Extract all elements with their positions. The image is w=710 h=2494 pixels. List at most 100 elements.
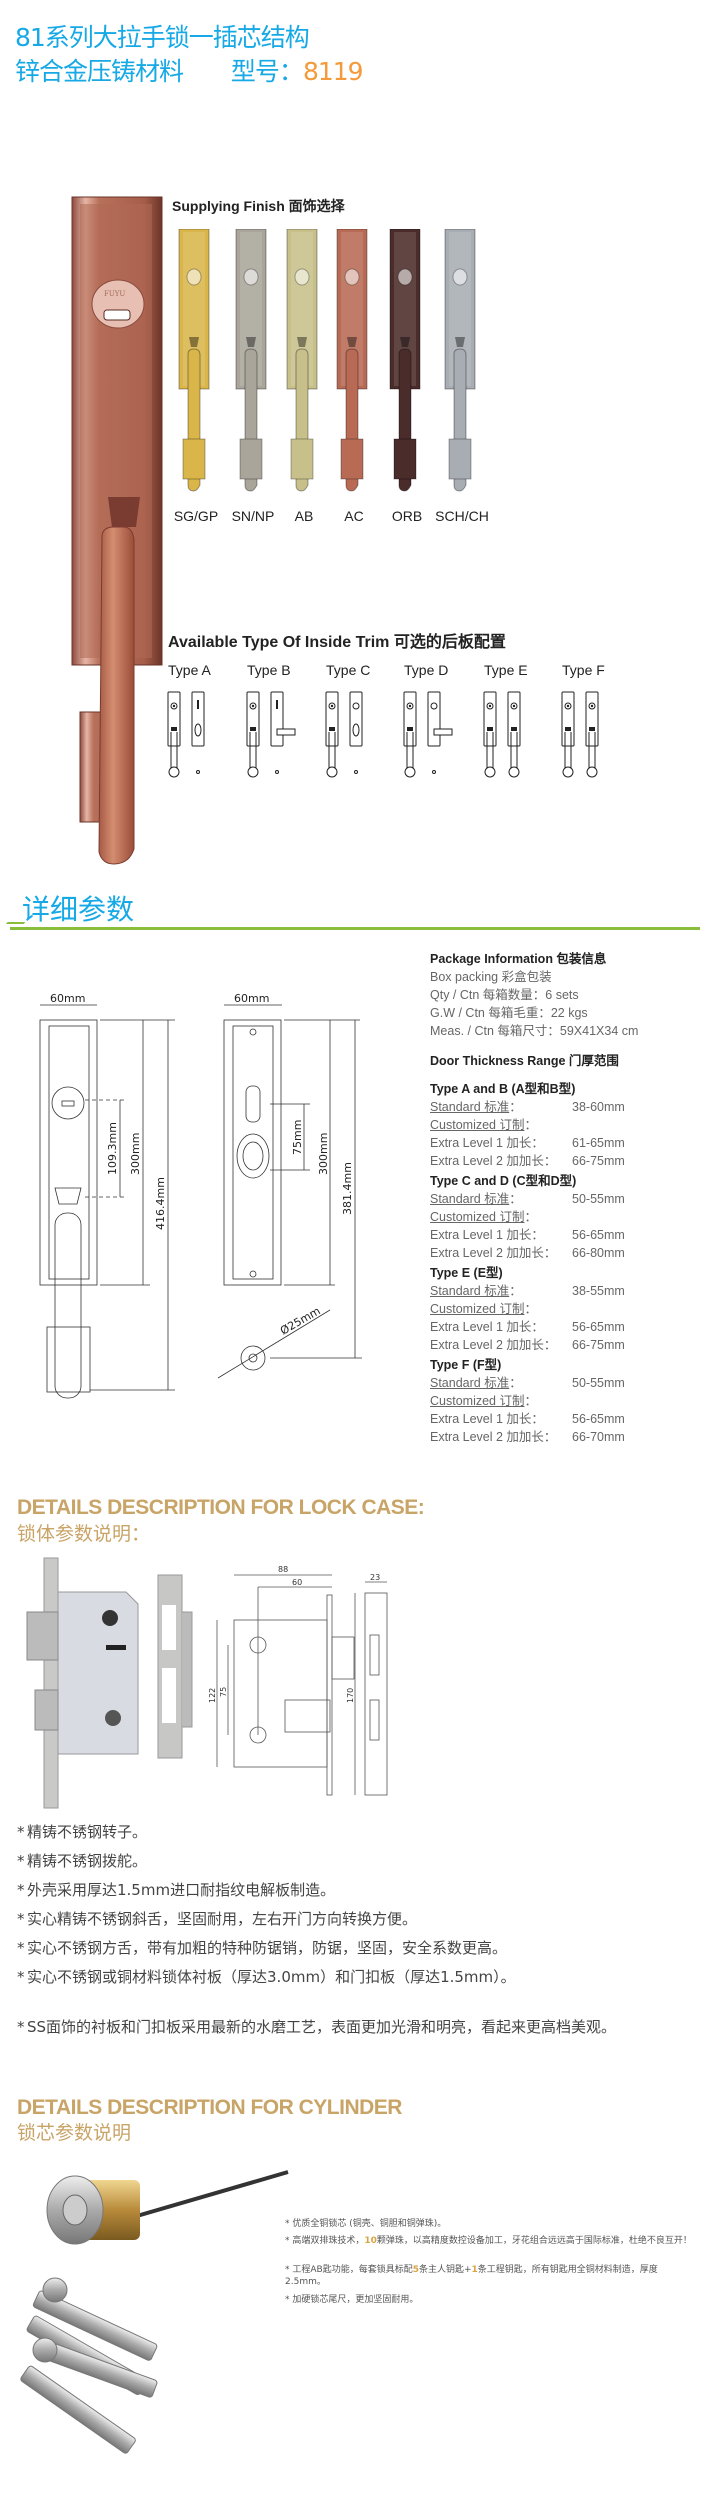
thickness-row: Standard 标准： 50-55mm — [430, 1374, 638, 1392]
bullet-text: 实心精铸不锈钢斜舌，坚固耐用，左右开门方向转换方便。 — [27, 1910, 418, 1928]
lock-spacing-dim: 75 — [219, 1687, 228, 1697]
outside-total-height-label: 416.4mm — [154, 1177, 167, 1230]
trim-type-e[interactable] — [482, 690, 538, 786]
thickness-row: Extra Level 1 加长： 56-65mm — [430, 1318, 638, 1336]
bullet-text: 工程AB匙功能，每套锁具标配 — [292, 2265, 413, 2275]
lock-case-bullet: *实心精铸不锈钢斜舌，坚固耐用，左右开门方向转换方便。 — [17, 1909, 617, 1929]
package-info-line: Box packing 彩盒包装 — [430, 970, 552, 984]
thickness-key: Standard 标准： — [430, 1192, 522, 1206]
thickness-value: 66-75mm — [572, 1154, 625, 1168]
trim-type-d[interactable] — [402, 690, 458, 786]
thickness-key: Customized 订制： — [430, 1118, 537, 1132]
thickness-value: 56-65mm — [572, 1228, 625, 1242]
bullet-text: 加硬锁芯尾尺，更加坚固耐用。 — [292, 2295, 419, 2305]
thickness-value: 50-55mm — [572, 1376, 625, 1390]
trim-type-label: Type E — [484, 662, 528, 678]
package-title: Package Information 包装信息 — [430, 952, 607, 966]
highlight-number: 5 — [412, 2265, 419, 2275]
finish-label: ORB — [391, 508, 423, 524]
package-info-line: Qty / Ctn 每箱数量：6 sets — [430, 988, 579, 1002]
cylinder-bullet: * 加硬锁芯尾尺，更加坚固耐用。 — [285, 2295, 419, 2305]
lock-case-bullet: *实心不锈钢方舌，带有加粗的特种防锯销，防锯，坚固，安全系数更高。 — [17, 1938, 617, 1958]
finish-swatch-ac[interactable] — [333, 228, 373, 494]
finish-swatch-sn-np[interactable] — [232, 228, 272, 494]
trim-type-label: Type A — [168, 662, 211, 678]
finish-swatch-orb[interactable] — [386, 228, 426, 494]
thickness-row: Customized 订制： — [430, 1116, 638, 1134]
main-product-image: FUYU — [71, 196, 163, 865]
thickness-key: Extra Level 1 加长： — [430, 1412, 544, 1426]
thickness-row: Extra Level 2 加加长： 66-75mm — [430, 1152, 638, 1170]
thickness-group-heading: Type C and D (C型和D型) — [430, 1174, 577, 1188]
thickness-key: Customized 订制： — [430, 1210, 537, 1224]
thickness-key-text: Standard 标准 — [430, 1376, 510, 1390]
faceplate-width-dim: 23 — [370, 1573, 380, 1582]
bullet-star: * — [17, 1910, 25, 1928]
thickness-value: 56-65mm — [572, 1412, 625, 1426]
thickness-row: Customized 订制： — [430, 1300, 638, 1318]
bullet-text: 精铸不锈钢拨舵。 — [27, 1852, 148, 1870]
trim-type-f[interactable] — [560, 690, 616, 786]
lock-case-bullet: *实心不锈钢或铜材料锁体衬板（厚达3.0mm）和门扣板（厚达1.5mm）。 — [17, 1967, 617, 1987]
bullet-star: * — [17, 2018, 25, 2036]
lock-case-bullet: *精铸不锈钢拨舵。 — [17, 1851, 617, 1871]
trim-type-label: Type F — [562, 662, 605, 678]
rose-diameter-label: Ø25mm — [278, 1304, 323, 1337]
trim-type-b[interactable] — [245, 690, 301, 786]
thickness-key: Extra Level 1 加长： — [430, 1320, 544, 1334]
cylinder-bullet: * 工程AB匙功能，每套锁具标配5条主人钥匙+1条工程钥匙，所有钥匙用全铜材料制… — [285, 2265, 658, 2287]
logo-text: FUYU — [104, 290, 125, 298]
thickness-value: 38-60mm — [572, 1100, 625, 1114]
thickness-value: 66-75mm — [572, 1338, 625, 1352]
cyl-to-thumb-label: 109.3mm — [106, 1122, 119, 1175]
thickness-key-text: Standard 标准 — [430, 1192, 510, 1206]
details-section-title: 详细参数 — [22, 893, 135, 926]
bullet-text: 高端双排珠技术， — [292, 2236, 365, 2246]
thickness-row: Extra Level 2 加加长：66-70mm — [430, 1428, 638, 1446]
thickness-key: Extra Level 2 加加长： — [430, 1154, 557, 1168]
lock-case-bullet: *SS面饰的衬板和门扣板采用最新的水磨工艺，表面更加光滑和明亮，看起来更高档美观… — [17, 2017, 617, 2037]
thickness-key-text: Customized 订制 — [430, 1118, 525, 1132]
finish-swatch-sch-ch[interactable] — [441, 228, 481, 494]
cylinder-title-cn: 锁芯参数说明 — [17, 2122, 132, 2144]
cylinder-title-en: DETAILS DESCRIPTION FOR CYLINDER — [17, 2096, 402, 2119]
thickness-row: Extra Level 1 加长：56-65mm — [430, 1226, 638, 1244]
door-thickness-title: Door Thickness Range 门厚范围 — [430, 1054, 619, 1068]
finish-label: SCH/CH — [435, 508, 489, 524]
bullet-text: SS面饰的衬板和门扣板采用最新的水磨工艺，表面更加光滑和明亮，看起来更高档美观。 — [27, 2018, 617, 2036]
model-label: 型号： — [230, 57, 304, 86]
thickness-value: 50-55mm — [572, 1192, 625, 1206]
finish-label: AB — [294, 508, 314, 524]
trim-type-c[interactable] — [324, 690, 380, 786]
inside-width-label: 60mm — [234, 992, 269, 1005]
inside-plate-height-label: 300mm — [317, 1133, 330, 1175]
thickness-key: Standard 标准： — [430, 1376, 522, 1390]
outside-width-label: 60mm — [50, 992, 85, 1005]
thickness-value: 56-65mm — [572, 1320, 625, 1334]
finish-swatch-ab[interactable] — [283, 228, 323, 494]
thickness-key-text: Standard 标准 — [430, 1284, 510, 1298]
thickness-value: 66-80mm — [572, 1246, 625, 1260]
highlight-number: 10 — [364, 2236, 377, 2246]
bullet-star: * — [17, 1968, 25, 1986]
trim-type-label: Type C — [326, 662, 371, 678]
thickness-key: Extra Level 2 加加长： — [430, 1338, 557, 1352]
finish-swatch-sg-gp[interactable] — [175, 228, 215, 494]
bullet-text: 条工程钥匙，所有钥匙用全铜材料制造，厚度2.5mm。 — [285, 2265, 658, 2287]
trim-type-a[interactable] — [166, 690, 222, 786]
bullet-text: 条主人钥匙+ — [418, 2265, 472, 2275]
inside-spacing-label: 75mm — [291, 1120, 304, 1155]
lock-backset-dim: 60 — [292, 1578, 302, 1587]
section-divider — [10, 927, 700, 930]
thickness-row: Standard 标准： 50-55mm — [430, 1190, 638, 1208]
lock-case-bullet: *精铸不锈钢转子。 — [17, 1822, 617, 1842]
thickness-row: Extra Level 2 加加长： 66-75mm — [430, 1336, 638, 1354]
faceplate-height-dim: 170 — [346, 1688, 355, 1703]
lock-case-title-cn: 锁体参数说明： — [17, 1523, 151, 1545]
lock-case-bullet: *外壳采用厚达1.5mm进口耐指纹电解板制造。 — [17, 1880, 617, 1900]
bullet-star: * — [17, 1881, 25, 1899]
package-info: Package Information 包装信息 Box packing 彩盒包… — [430, 950, 638, 1446]
thickness-value: 66-70mm — [572, 1430, 625, 1444]
